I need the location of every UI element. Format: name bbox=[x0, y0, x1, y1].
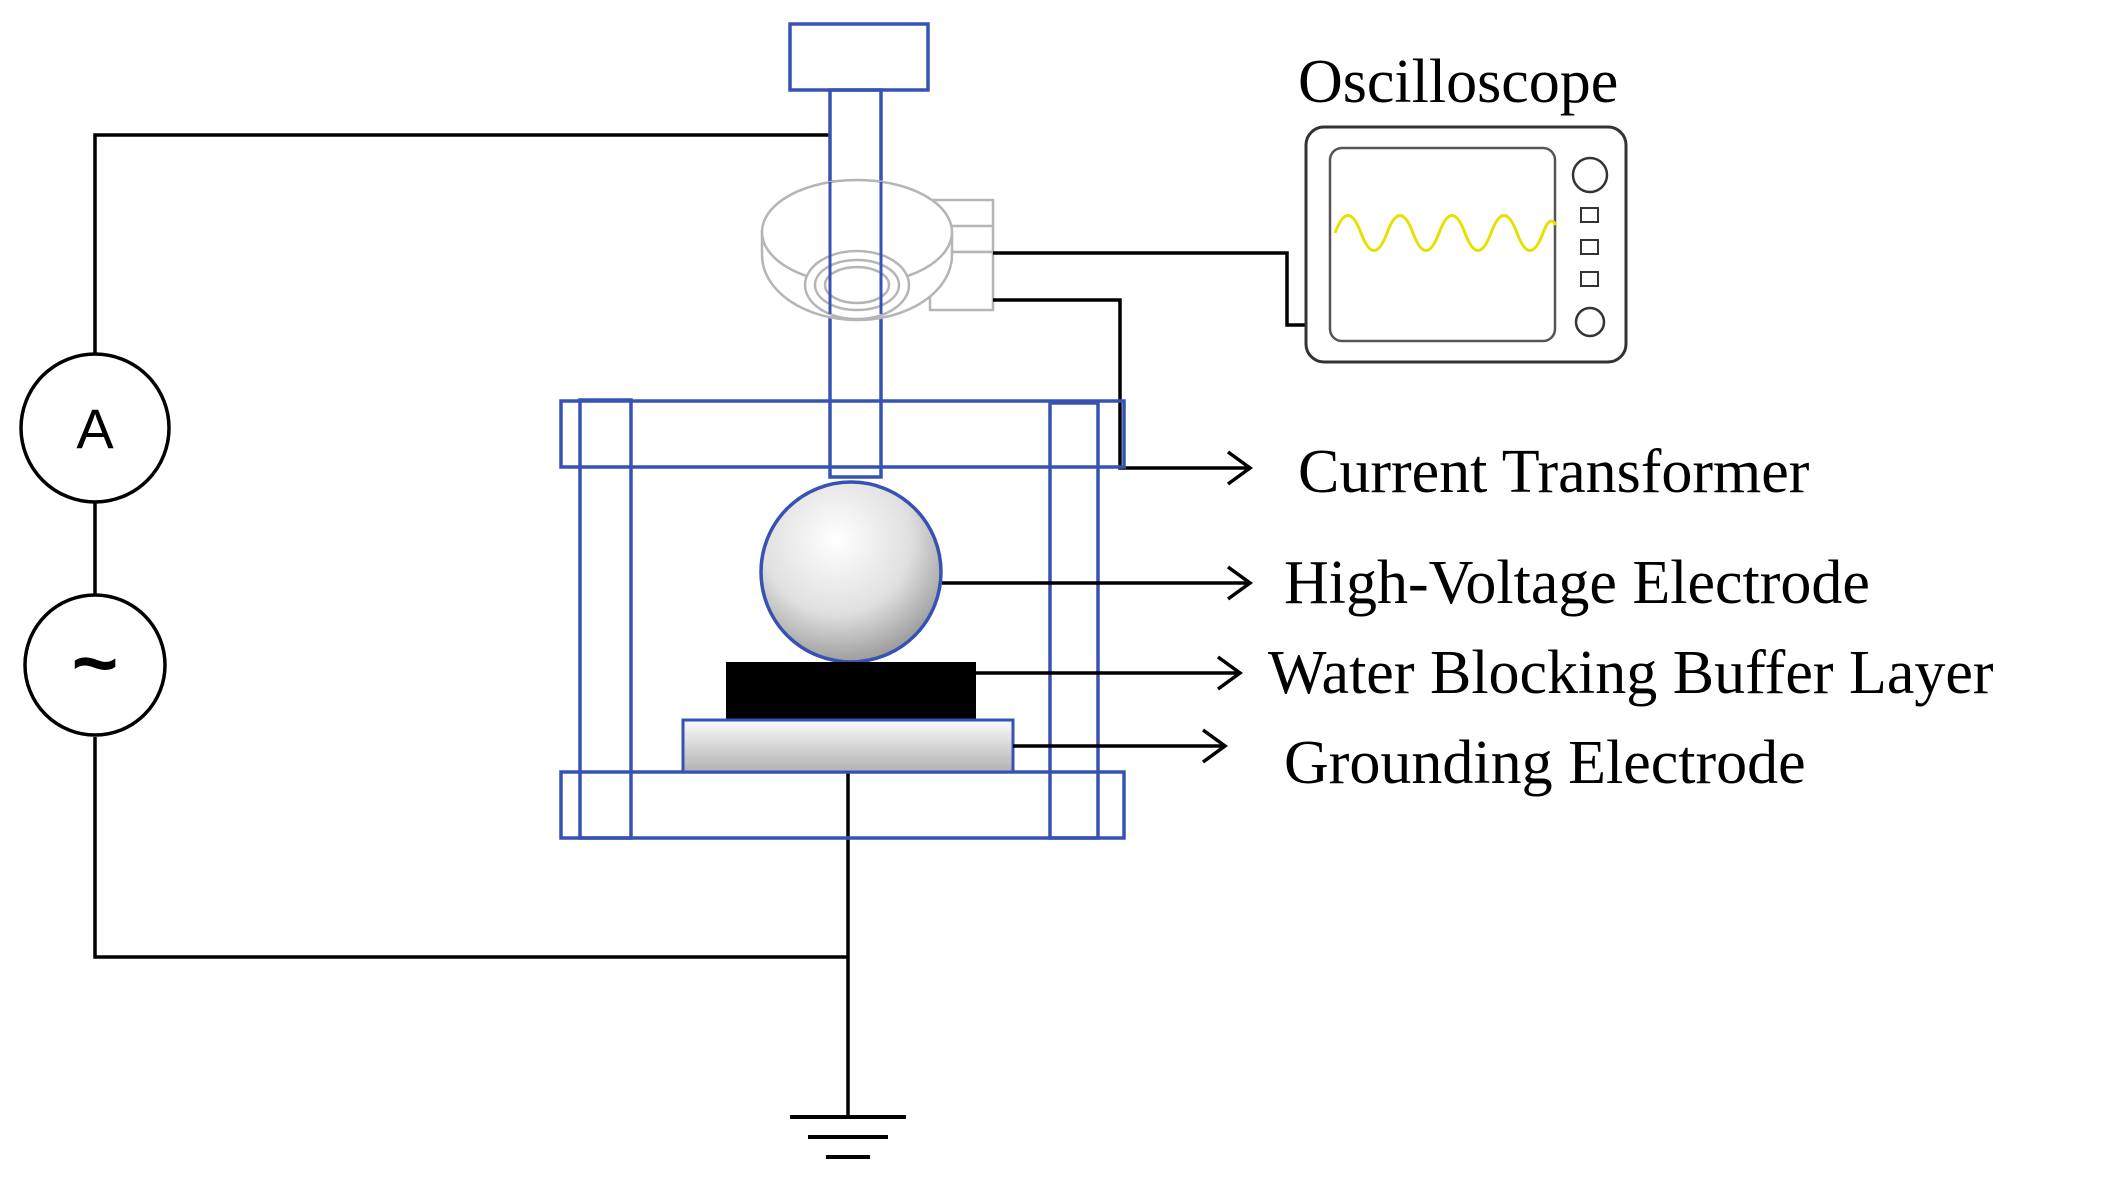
ground-symbol-icon bbox=[790, 1115, 906, 1159]
rod-upper bbox=[828, 88, 883, 184]
ct-to-label-wire bbox=[993, 298, 1248, 470]
arrow-head-ct bbox=[1226, 450, 1253, 486]
ammeter-symbol: A bbox=[76, 397, 114, 460]
hv-electrode-label: High-Voltage Electrode bbox=[1284, 549, 1870, 617]
ac-source-symbol: ~ bbox=[72, 618, 119, 707]
arrow-head-buffer bbox=[1216, 655, 1243, 691]
water-blocking-buffer-layer bbox=[726, 662, 976, 720]
test-frame bbox=[559, 398, 1126, 840]
oscilloscope-label: Oscilloscope bbox=[1298, 48, 1618, 116]
circuit-wires bbox=[93, 133, 850, 1117]
frame-right-post bbox=[1048, 401, 1100, 840]
scope-knob-top bbox=[1571, 156, 1609, 194]
rod-cap bbox=[788, 22, 930, 92]
buffer-layer-label: Water Blocking Buffer Layer bbox=[1268, 639, 1994, 707]
frame-bottom-bar bbox=[559, 770, 1126, 840]
ac-source: ~ bbox=[23, 593, 167, 737]
scope-button-1 bbox=[1580, 207, 1599, 223]
oscilloscope-device bbox=[1304, 125, 1628, 364]
waveform bbox=[1333, 214, 1558, 252]
scope-button-2 bbox=[1580, 239, 1599, 255]
ammeter: A bbox=[19, 352, 171, 504]
current-transformer-device bbox=[760, 178, 995, 322]
frame-left-post bbox=[578, 398, 633, 840]
arrow-head-ground bbox=[1201, 728, 1228, 764]
arrow-head-hv bbox=[1226, 565, 1253, 601]
top-wire bbox=[93, 133, 830, 355]
hv-electrode-sphere bbox=[759, 480, 943, 664]
grounding-electrode-plate bbox=[681, 718, 1015, 774]
scope-button-3 bbox=[1580, 271, 1599, 287]
grounding-electrode-label: Grounding Electrode bbox=[1284, 729, 1806, 797]
frame-top-bar bbox=[559, 399, 1126, 469]
oscilloscope-screen bbox=[1328, 146, 1557, 343]
current-transformer-label: Current Transformer bbox=[1298, 438, 1810, 506]
bottom-wire bbox=[93, 737, 848, 959]
scope-input-connector bbox=[1574, 306, 1606, 338]
rod-lower bbox=[828, 312, 883, 479]
leader-lines bbox=[942, 565, 1253, 764]
